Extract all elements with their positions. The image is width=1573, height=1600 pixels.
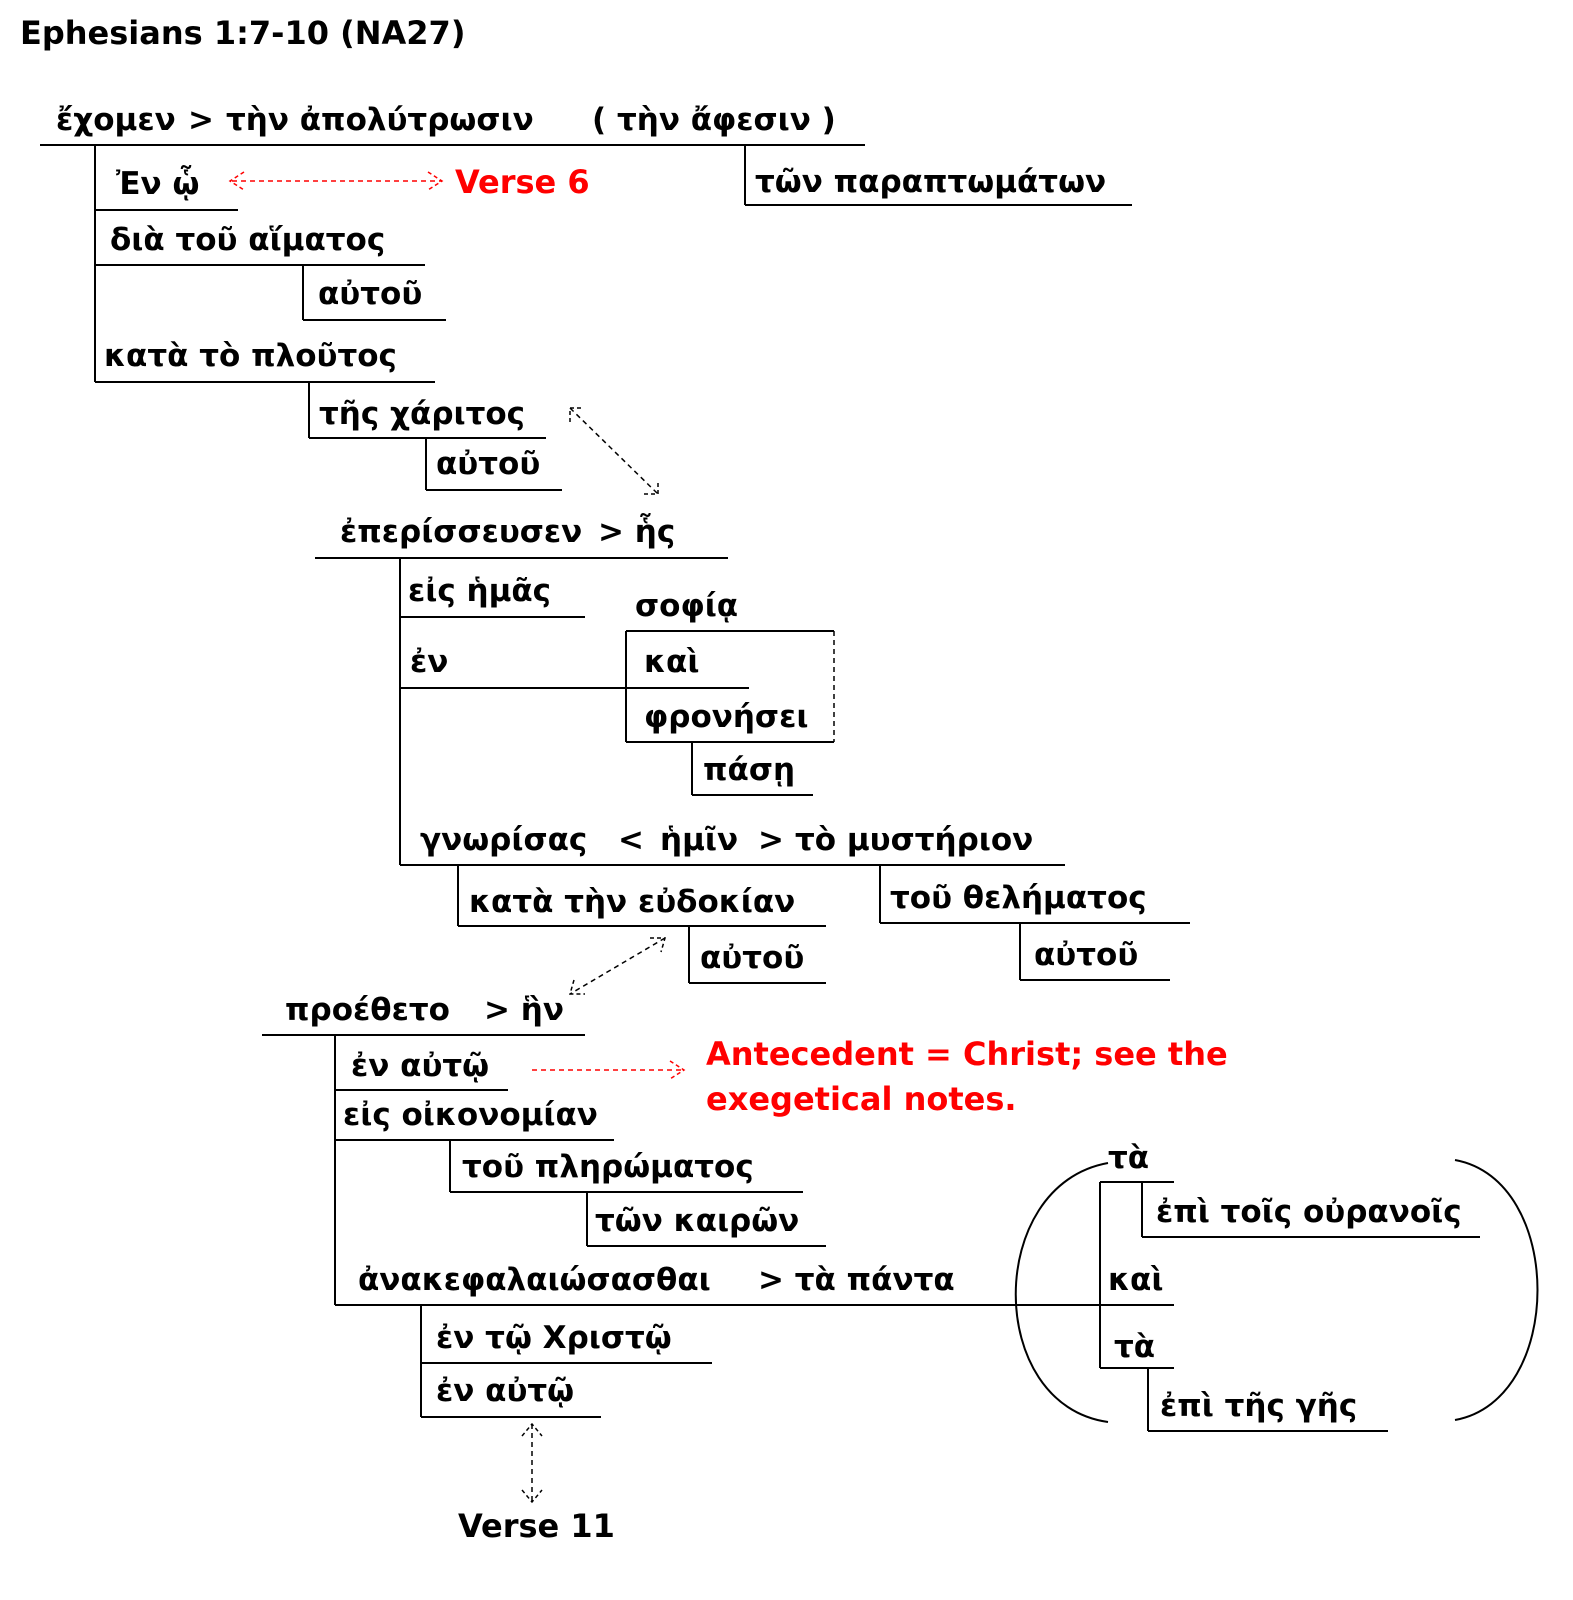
eudokian-hen-arrow <box>569 937 666 995</box>
word-ta-2: τὰ <box>1114 1329 1155 1365</box>
annotation-antecedent-line2: exegetical notes. <box>706 1080 1017 1118</box>
word-ton-paraptomaton: τῶν παραπτωμάτων <box>755 164 1106 200</box>
word-kata-ten-eudokian: κατὰ τὴν εὐδοκίαν <box>469 884 795 920</box>
word-dia-tou-haimatos: διὰ τοῦ αἵματος <box>110 222 385 258</box>
word-ta-1: τὰ <box>1108 1140 1149 1176</box>
verse6-arrow-head-left <box>228 171 245 191</box>
word-tou-pleromatos: τοῦ πληρώματος <box>462 1149 754 1185</box>
word-epi-tes-ges: ἐπὶ τῆς γῆς <box>1160 1388 1357 1424</box>
verse11-arrow-head-top <box>521 1422 543 1437</box>
eudokian-hen-arrow-head-bottom <box>569 979 585 995</box>
paren-left <box>1014 1162 1109 1423</box>
word-eis-hemas: εἰς ἡμᾶς <box>408 573 551 609</box>
word-eis-oikonomian: εἰς οἰκονομίαν <box>343 1097 598 1133</box>
diagram-title: Ephesians 1:7-10 (NA27) <box>20 14 465 52</box>
word-echomen: ἔχομεν <box>56 102 176 138</box>
word-ton-kairon: τῶν καιρῶν <box>595 1203 799 1239</box>
charitos-hes-arrow-head-bottom <box>644 480 659 495</box>
word-lt: < <box>618 822 644 858</box>
word-to-mysterion: τὸ μυστήριον <box>795 822 1033 858</box>
word-ten-aphesin: ( τὴν ἄφεσιν ) <box>592 102 836 138</box>
annotation-verse11: Verse 11 <box>458 1507 615 1545</box>
word-sophia: σοφίᾳ <box>635 588 738 624</box>
word-gt-1: > <box>188 102 214 138</box>
word-en-to-christo: ἐν τῷ Χριστῷ <box>436 1320 672 1356</box>
word-ta-panta: > τὰ πάντα <box>758 1262 955 1298</box>
word-en-1: ἐν <box>410 644 448 680</box>
word-proetheto: προέθετο <box>285 992 450 1028</box>
eudokian-hen-arrow-head-top <box>650 937 666 953</box>
word-autou-3: αὐτοῦ <box>700 940 804 976</box>
word-autou-4: αὐτοῦ <box>1034 937 1138 973</box>
word-pase: πάσῃ <box>703 752 795 788</box>
word-kai-2: καὶ <box>1108 1262 1163 1298</box>
word-hes: > ἧς <box>598 512 675 550</box>
annotation-verse6: Verse 6 <box>455 163 590 201</box>
word-gnorisas: γνωρίσας <box>420 822 587 858</box>
charitos-hes-arrow-head-top <box>569 407 584 422</box>
charitos-hes-arrow <box>569 407 659 495</box>
word-autou-1: αὐτοῦ <box>318 276 422 312</box>
word-en-auto-1: ἐν αὐτῷ <box>351 1048 489 1084</box>
word-ten-apolytrosin: τὴν ἀπολύτρωσιν <box>226 102 534 138</box>
word-eperisseusen: ἐπερίσσευσεν <box>340 514 582 550</box>
word-autou-2: αὐτοῦ <box>436 446 540 482</box>
word-gt-2: > <box>758 822 784 858</box>
word-kata-to-ploutos: κατὰ τὸ πλοῦτος <box>104 338 397 374</box>
word-en-ho: Ἐν ᾧ <box>116 164 199 202</box>
verse11-arrow-head-bottom <box>521 1489 543 1504</box>
word-kai-1: καὶ <box>644 644 699 680</box>
word-en-auto-2: ἐν αὐτῷ <box>436 1373 574 1409</box>
paren-right <box>1454 1159 1539 1421</box>
word-anakephalaiosasthai: ἀνακεφαλαιώσασθαι <box>358 1262 711 1298</box>
word-tes-charitos: τῆς χάριτος <box>319 396 525 432</box>
word-phronesei: φρονήσει <box>644 699 808 735</box>
word-hen: > ἣν <box>484 992 564 1028</box>
word-epi-tois-ouranois: ἐπὶ τοῖς οὐρανοῖς <box>1156 1194 1462 1230</box>
word-tou-thelematos: τοῦ θελήματος <box>890 880 1147 916</box>
word-hemin: ἡμῖν <box>660 822 738 858</box>
antecedent-arrow-head <box>669 1060 686 1080</box>
verse6-arrow-head-right <box>427 171 444 191</box>
annotation-antecedent-line1: Antecedent = Christ; see the <box>706 1035 1228 1073</box>
